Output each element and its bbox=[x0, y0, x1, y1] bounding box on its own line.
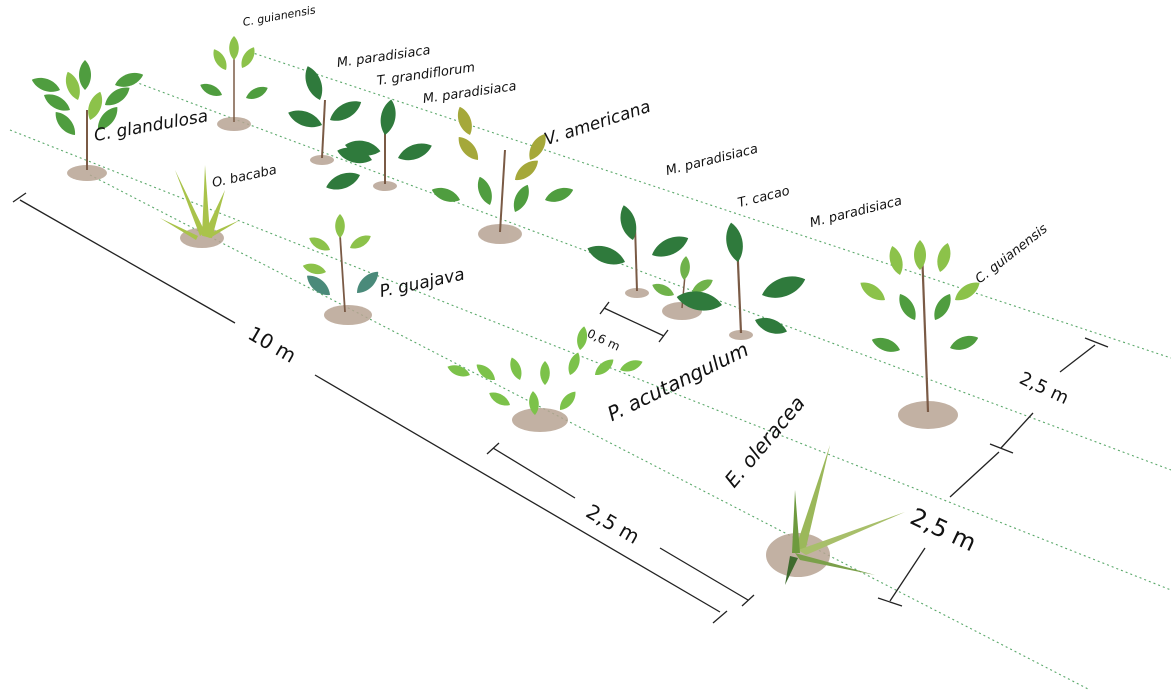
dim-25m-right-lower-tick-end bbox=[878, 598, 902, 606]
dim-25m-bottom-line-a bbox=[493, 448, 575, 498]
plant-m-paradisiaca-d bbox=[675, 221, 808, 338]
dim-25m-right-lower-line-a bbox=[950, 452, 999, 497]
dim-06m-tick-end bbox=[659, 330, 668, 342]
plant-c-guianensis-large bbox=[857, 240, 983, 412]
row-guide-lines bbox=[10, 52, 1171, 690]
dim-25m-right-upper-line-b bbox=[1001, 413, 1033, 448]
dim-10m-tick-start bbox=[13, 193, 26, 202]
dim-10m-tick-end bbox=[713, 611, 727, 623]
plant-p-guajava bbox=[302, 214, 383, 312]
plant-v-americana bbox=[430, 105, 575, 232]
dim-25m-right-upper-tick-end bbox=[990, 444, 1013, 453]
dim-25m-bottom-tick-start bbox=[487, 443, 499, 454]
plant-m-paradisiaca-c bbox=[585, 203, 692, 291]
plant-c-glandulosa bbox=[30, 60, 145, 170]
soil-disc-p-guajava bbox=[324, 305, 372, 325]
soil-disc-p-acutangulum bbox=[512, 408, 568, 432]
plant-c-guianensis-small bbox=[198, 36, 270, 122]
row-line-1 bbox=[250, 52, 1171, 358]
dim-25m-bottom-line-b bbox=[660, 548, 748, 600]
dim-25m-right-lower-line-b bbox=[890, 548, 925, 601]
row-line-2 bbox=[130, 80, 1171, 470]
dim-06m-line bbox=[604, 308, 664, 336]
dim-25m-right-upper-tick-start bbox=[1085, 338, 1108, 347]
dim-10m-line-b bbox=[315, 375, 720, 612]
dim-25m-right-upper-line-a bbox=[1060, 345, 1095, 372]
dim-06m-tick-start bbox=[600, 302, 609, 314]
dim-25m-bottom-tick-end bbox=[742, 595, 754, 606]
soil-discs bbox=[67, 117, 958, 577]
